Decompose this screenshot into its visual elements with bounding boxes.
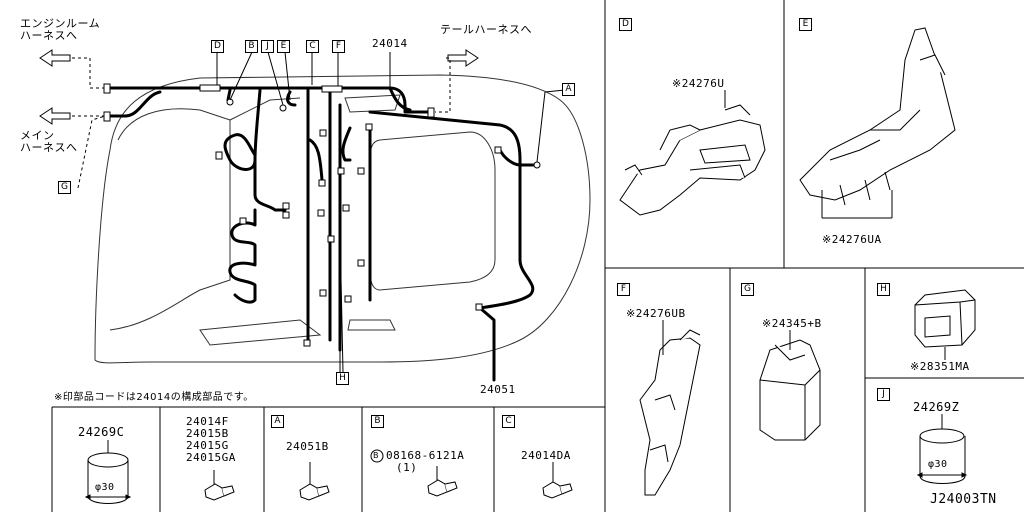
cell1-part: 24269C bbox=[78, 425, 125, 439]
cell-c-letter: C bbox=[502, 415, 515, 428]
part-24051-label: 24051 bbox=[480, 383, 516, 396]
main-harness-note-line2: ハーネスへ bbox=[20, 141, 78, 154]
cell2-part-4: 24015GA bbox=[186, 451, 236, 464]
panel-f-part: ※24276UB bbox=[626, 307, 686, 320]
tail-harness-note: テールハーネスへ bbox=[440, 23, 532, 36]
callout-j: J bbox=[261, 40, 274, 53]
cell-b-qty: (1) bbox=[396, 461, 418, 474]
engine-room-note-line1: エンジンルーム bbox=[20, 17, 101, 30]
cell-a-part: 24051B bbox=[286, 440, 329, 453]
panel-h-letter: H bbox=[877, 283, 890, 296]
panel-e-letter: E bbox=[799, 18, 812, 31]
panel-f-letter: F bbox=[617, 283, 630, 296]
panel-g-part: ※24345+B bbox=[762, 317, 822, 330]
part-24014-label: 24014 bbox=[372, 37, 408, 50]
callout-c: C bbox=[306, 40, 319, 53]
cell-b-letter: B bbox=[371, 415, 384, 428]
diagram-code: J24003TN bbox=[930, 492, 997, 507]
panel-d-part: ※24276U bbox=[672, 77, 725, 90]
cell2-part-2: 24015B bbox=[186, 427, 229, 440]
panel-h-part: ※28351MA bbox=[910, 360, 970, 373]
panel-j-letter: J bbox=[877, 388, 890, 401]
panel-j-part: 24269Z bbox=[913, 400, 960, 414]
panel-e-part: ※24276UA bbox=[822, 233, 882, 246]
callout-a: A bbox=[562, 83, 575, 96]
callout-b: B bbox=[245, 40, 258, 53]
callout-g: G bbox=[58, 181, 71, 194]
cell1-dim: φ30 bbox=[95, 482, 115, 493]
panel-g-letter: G bbox=[741, 283, 754, 296]
main-harness-note-line1: メイン bbox=[20, 129, 55, 142]
callout-e: E bbox=[277, 40, 290, 53]
cell-c-part: 24014DA bbox=[521, 449, 571, 462]
cell-b-part: 08168-6121A bbox=[386, 449, 465, 462]
cell2-part-3: 24015G bbox=[186, 439, 229, 452]
footnote: ※印部品コードは24014の構成部品です。 bbox=[54, 392, 254, 403]
engine-room-note-line2: ハーネスへ bbox=[20, 29, 78, 42]
cell2-part-1: 24014F bbox=[186, 415, 229, 428]
panel-d-letter: D bbox=[619, 18, 632, 31]
callout-f: F bbox=[332, 40, 345, 53]
panel-j-dim: φ30 bbox=[928, 459, 948, 470]
callout-d: D bbox=[211, 40, 224, 53]
cell-b-circle-letter: B bbox=[373, 451, 379, 460]
callout-h: H bbox=[336, 372, 349, 385]
cell-a-letter: A bbox=[271, 415, 284, 428]
